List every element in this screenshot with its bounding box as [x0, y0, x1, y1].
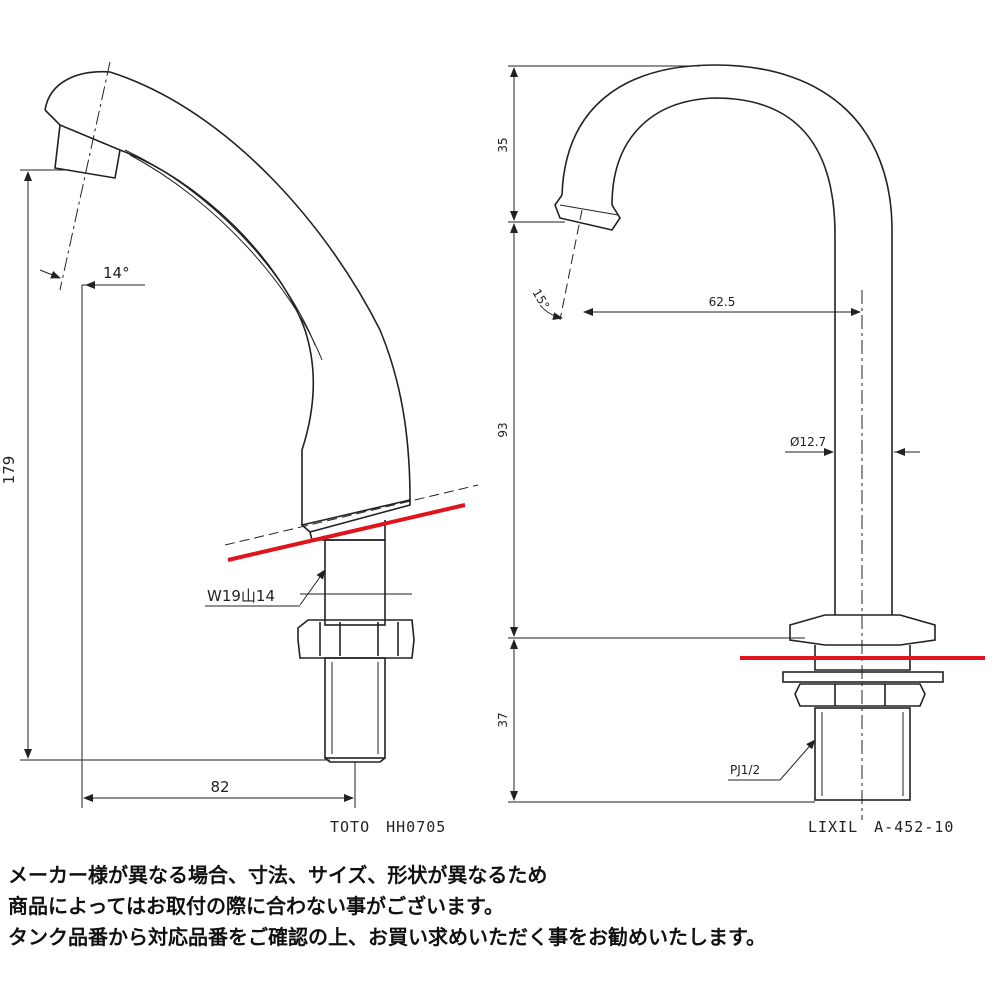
right-flange	[789, 614, 936, 646]
left-dim-height	[20, 169, 330, 761]
right-dim-angle	[539, 304, 563, 321]
left-spout-inner	[119, 149, 315, 525]
right-dim-vertical	[508, 65, 815, 803]
left-thread-label: W19山14	[207, 587, 275, 605]
left-spout-outer	[44, 70, 411, 501]
right-dim-bottom-label: 37	[496, 712, 510, 727]
right-dim-middle-label: 93	[496, 422, 510, 437]
left-model-label: TOTO HH0705	[330, 818, 446, 836]
right-dim-diameter-label: Ø12.7	[790, 435, 826, 449]
note-line-3: タンク品番から対応品番をご確認の上、お買い求めいただく事をお勧めいたします。	[8, 925, 766, 949]
left-dim-angle	[39, 269, 145, 289]
right-spout-outer	[561, 64, 893, 615]
left-dim-width	[81, 285, 356, 808]
right-dim-angle-label: 15°	[529, 287, 552, 312]
left-spout-tip	[54, 124, 121, 179]
right-washer	[782, 671, 944, 683]
left-thread-callout	[205, 569, 412, 607]
right-nut	[794, 683, 926, 707]
right-spout-axis	[559, 209, 583, 321]
left-dim-width-label: 82	[210, 778, 229, 796]
note-line-1: メーカー様が異なる場合、寸法、サイズ、形状が異なるため	[8, 863, 548, 887]
left-faucet-drawing	[44, 70, 415, 763]
faucet-drawings: 179 82 14° W19山14 TOTO HH0705	[0, 61, 985, 836]
right-spout-tip	[554, 194, 621, 231]
note-line-2: 商品によってはお取付の際に合わない事がございます。	[8, 894, 504, 918]
left-dim-angle-label: 14°	[103, 264, 130, 282]
left-mount-line	[227, 503, 466, 562]
right-thread-callout	[728, 739, 816, 781]
right-dim-top-label: 35	[496, 137, 510, 152]
left-spout-axis	[59, 61, 111, 291]
right-faucet-drawing	[554, 64, 944, 801]
right-thread-label: PJ1/2	[730, 763, 760, 777]
right-spout-inner	[611, 97, 836, 615]
right-dim-reach-label: 62.5	[709, 295, 736, 309]
left-nut	[297, 619, 415, 659]
left-dim-height-label: 179	[0, 456, 18, 485]
right-model-label: LIXIL A-452-10	[808, 818, 954, 836]
compatibility-notes: メーカー様が異なる場合、寸法、サイズ、形状が異なるため 商品によってはお取付の際…	[8, 860, 992, 953]
left-counter-line	[224, 484, 479, 546]
